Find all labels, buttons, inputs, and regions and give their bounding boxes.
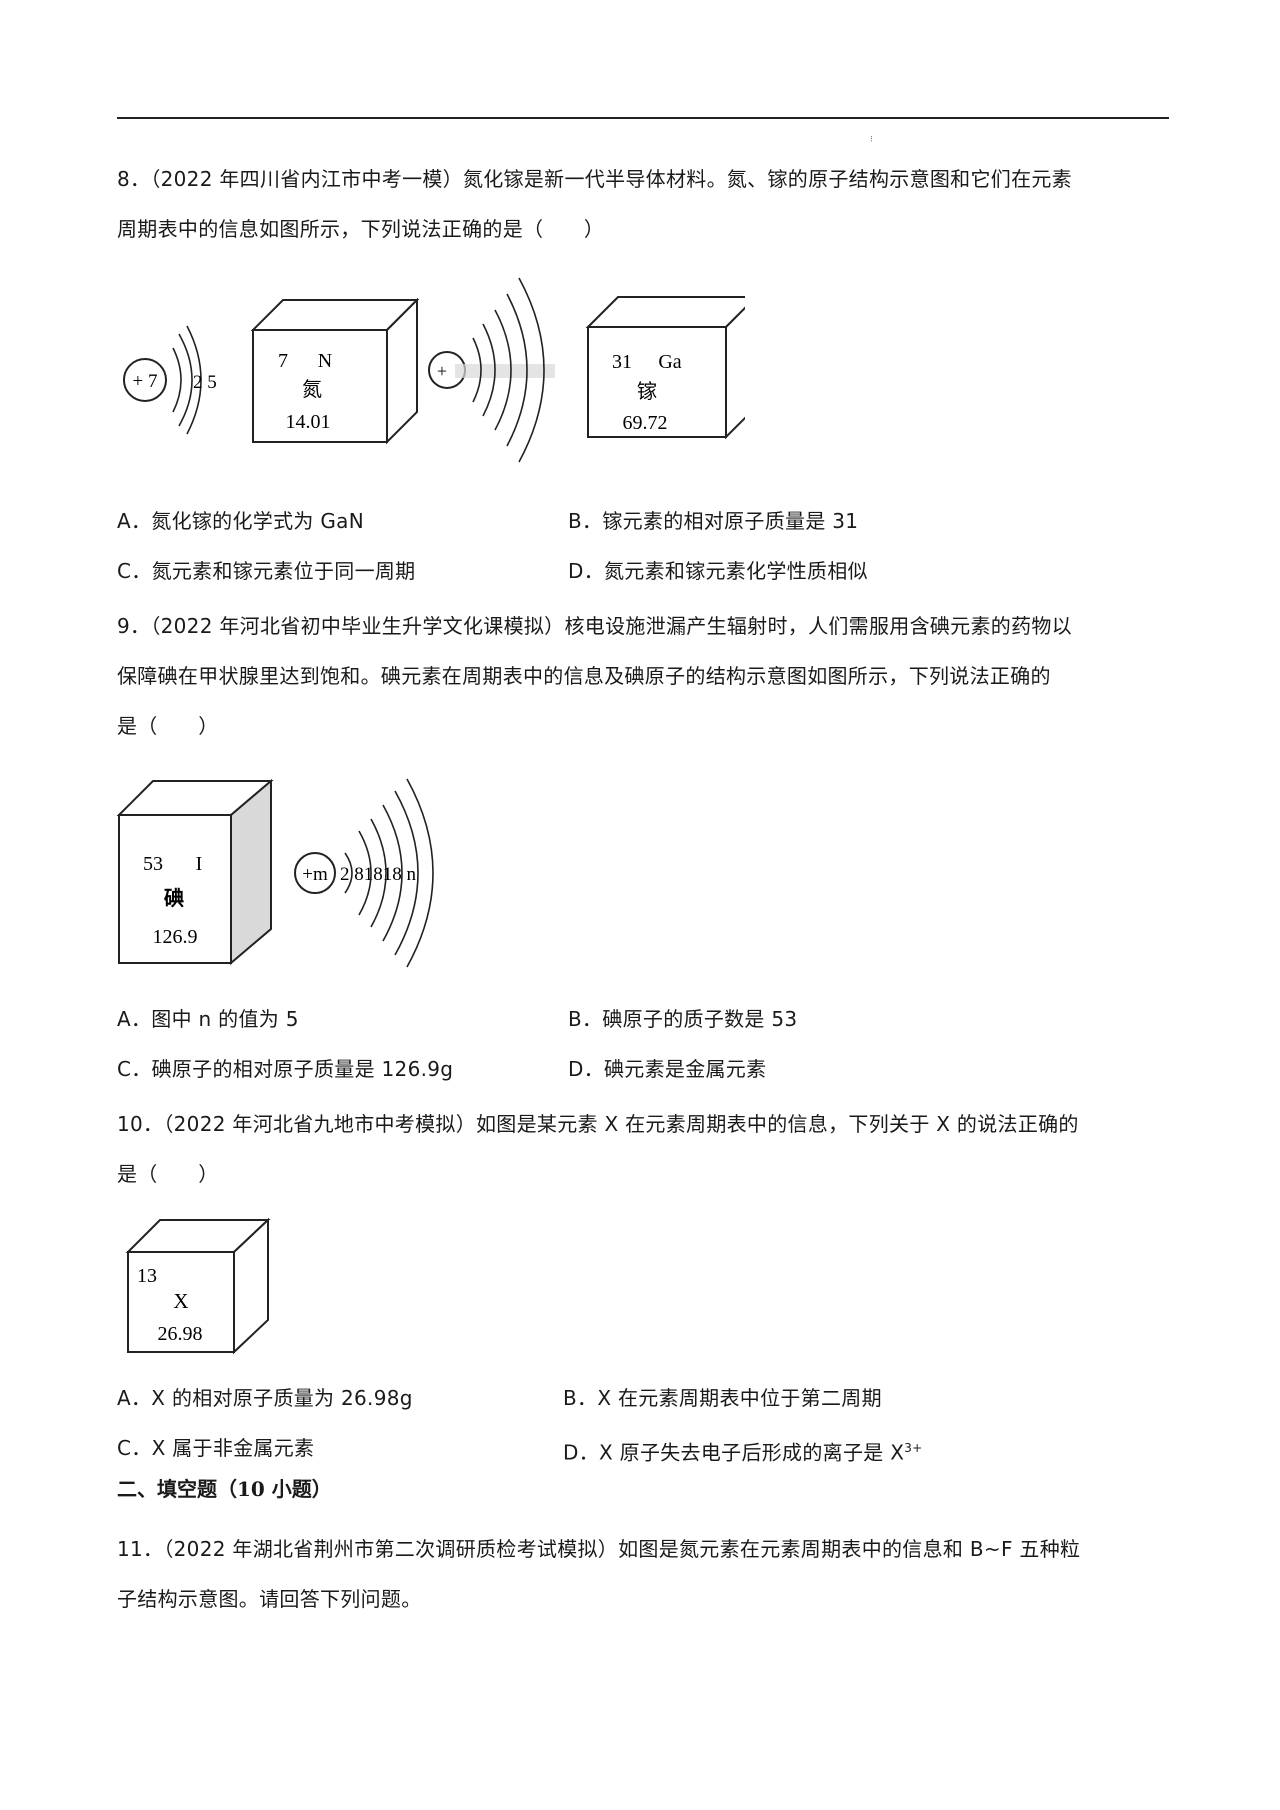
page-mark: ⁝ <box>870 135 873 145</box>
n-symbol: N <box>318 350 332 372</box>
q11-stem-line-2: 子结构示意图。请回答下列问题。 <box>117 1587 422 1611</box>
q10-stem-line-2: 是（ ） <box>117 1162 219 1186</box>
header-rule <box>117 117 1169 119</box>
q9-option-d[interactable]: D．碘元素是金属元素 <box>568 1057 767 1081</box>
n-mass: 14.01 <box>286 411 331 433</box>
question-10-stem: 10．（2022 年河北省九地市中考模拟）如图是某元素 X 在元素周期表中的信息… <box>117 1099 1177 1199</box>
q10-figure: 13 X 26.98 <box>125 1217 271 1355</box>
q8-option-b[interactable]: B．镓元素的相对原子质量是 31 <box>568 509 859 533</box>
q8-figure: + 7 2 5 7 N 氮 14.01 + 31 Ga 镓 69.72 <box>123 277 745 463</box>
q9-option-a[interactable]: A．图中 n 的值为 5 <box>117 1007 299 1031</box>
q8-stem-line-1: 8．（2022 年四川省内江市中考一模）氮化镓是新一代半导体材料。氮、镓的原子结… <box>117 167 1072 191</box>
i-mass: 126.9 <box>153 926 198 948</box>
x-element-cell: 13 X 26.98 <box>125 1217 271 1355</box>
ga-name: 镓 <box>637 379 657 403</box>
i-atomic-number: 53 <box>143 853 163 875</box>
i-shell-electrons: 2 81818 n <box>340 864 417 885</box>
section-2-title: 二、填空题（10 小题） <box>117 1477 332 1501</box>
nitrogen-element-cell: 7 N 氮 14.01 <box>250 297 420 445</box>
q9-stem-line-2: 保障碘在甲状腺里达到饱和。碘元素在周期表中的信息及碘原子的结构示意图如图所示，下… <box>117 664 1051 688</box>
q9-stem-line-3: 是（ ） <box>117 714 219 738</box>
gallium-element-cell: 31 Ga 镓 69.72 <box>585 296 745 440</box>
x-mass: 26.98 <box>158 1323 203 1345</box>
i-nucleus-label: +m <box>302 864 328 885</box>
q10-option-a[interactable]: A．X 的相对原子质量为 26.98g <box>117 1386 413 1410</box>
ga-atomic-number: 31 <box>612 351 632 373</box>
q9-figure: 53 I 碘 126.9 +m 2 81818 n <box>116 778 434 968</box>
i-name: 碘 <box>164 886 184 910</box>
q10-option-c[interactable]: C．X 属于非金属元素 <box>117 1436 315 1460</box>
ga-nucleus-label: + <box>437 361 447 381</box>
nitrogen-atom-diagram: + 7 2 5 <box>123 325 217 435</box>
q10-option-b[interactable]: B．X 在元素周期表中位于第二周期 <box>563 1386 882 1410</box>
i-symbol: I <box>196 853 203 875</box>
question-11-stem: 11．（2022 年湖北省荆州市第二次调研质检考试模拟）如图是氮元素在元素周期表… <box>117 1524 1177 1624</box>
q8-stem-line-2: 周期表中的信息如图所示，下列说法正确的是（ ） <box>117 217 605 241</box>
iodine-atom-diagram: +m 2 81818 n <box>294 778 434 968</box>
q10-stem-line-1: 10．（2022 年河北省九地市中考模拟）如图是某元素 X 在元素周期表中的信息… <box>117 1112 1079 1136</box>
q8-option-a[interactable]: A．氮化镓的化学式为 GaN <box>117 509 364 533</box>
q9-stem-line-1: 9．（2022 年河北省初中毕业生升学文化课模拟）核电设施泄漏产生辐射时，人们需… <box>117 614 1072 638</box>
q11-stem-line-1: 11．（2022 年湖北省荆州市第二次调研质检考试模拟）如图是氮元素在元素周期表… <box>117 1537 1081 1561</box>
q10-option-d[interactable]: D．X 原子失去电子后形成的离子是 X3+ <box>563 1433 923 1468</box>
n-nucleus-label: + 7 <box>133 371 158 392</box>
n-shell-electrons: 2 5 <box>193 372 217 393</box>
gallium-atom-diagram: + <box>428 277 555 463</box>
ga-mass: 69.72 <box>623 412 668 434</box>
question-8-stem: 8．（2022 年四川省内江市中考一模）氮化镓是新一代半导体材料。氮、镓的原子结… <box>117 154 1177 254</box>
x-atomic-number: 13 <box>137 1265 157 1287</box>
q8-option-d[interactable]: D．氮元素和镓元素化学性质相似 <box>568 559 868 583</box>
q10-option-d-charge: 3+ <box>904 1441 923 1455</box>
x-symbol: X <box>173 1289 188 1313</box>
n-atomic-number: 7 <box>278 350 288 372</box>
q9-option-c[interactable]: C．碘原子的相对原子质量是 126.9g <box>117 1057 454 1081</box>
q9-option-b[interactable]: B．碘原子的质子数是 53 <box>568 1007 798 1031</box>
ga-symbol: Ga <box>658 351 681 373</box>
n-name: 氮 <box>302 377 322 401</box>
question-9-stem: 9．（2022 年河北省初中毕业生升学文化课模拟）核电设施泄漏产生辐射时，人们需… <box>117 601 1177 751</box>
q10-option-d-text: D．X 原子失去电子后形成的离子是 X <box>563 1440 905 1465</box>
iodine-element-cell: 53 I 碘 126.9 <box>116 778 274 966</box>
q8-option-c[interactable]: C．氮元素和镓元素位于同一周期 <box>117 559 416 583</box>
